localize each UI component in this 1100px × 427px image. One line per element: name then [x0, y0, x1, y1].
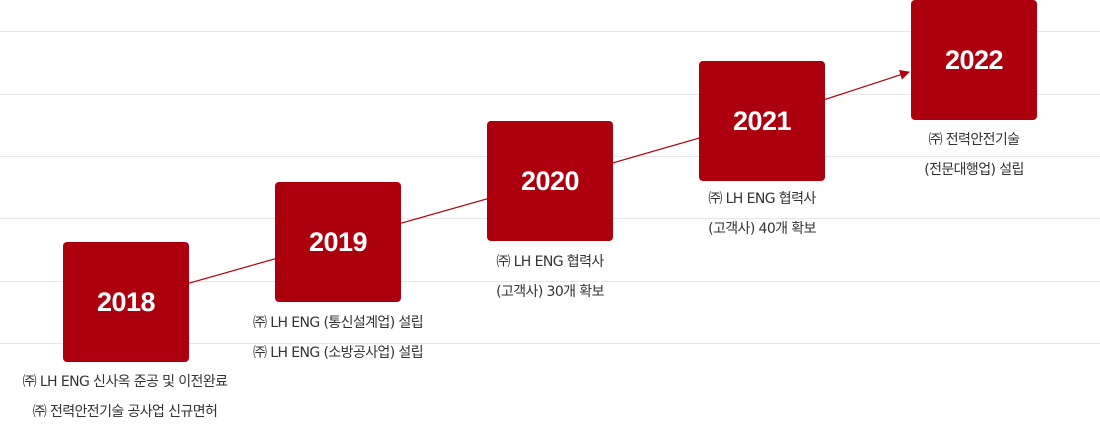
caption-2018: ㈜ LH ENG 신사옥 준공 및 이전완료 ㈜ 전력안전기술 공사업 신규면허 [0, 367, 250, 427]
year-box-2021: 2021 [699, 61, 825, 181]
year-box-2019: 2019 [275, 182, 401, 302]
caption-line: ㈜ LH ENG (소방공사업) 설립 [253, 345, 424, 361]
caption-line: (전문대행업) 설립 [924, 162, 1024, 178]
caption-line: ㈜ 전력안전기술 [928, 132, 1021, 148]
year-box-2020: 2020 [487, 121, 613, 241]
caption-2019: ㈜ LH ENG (통신설계업) 설립 ㈜ LH ENG (소방공사업) 설립 [218, 308, 458, 368]
caption-line: ㈜ LH ENG 신사옥 준공 및 이전완료 [22, 374, 228, 390]
caption-2021: ㈜ LH ENG 협력사 (고객사) 40개 확보 [672, 184, 852, 244]
caption-line: ㈜ LH ENG 협력사 [708, 191, 816, 207]
gridline [0, 281, 1100, 282]
year-box-2018: 2018 [63, 242, 189, 362]
gridline [0, 343, 1100, 344]
gridline [0, 31, 1100, 32]
caption-line: (고객사) 40개 확보 [708, 221, 816, 237]
year-box-2022: 2022 [911, 0, 1037, 120]
caption-2022: ㈜ 전력안전기술 (전문대행업) 설립 [884, 125, 1064, 185]
caption-2020: ㈜ LH ENG 협력사 (고객사) 30개 확보 [460, 247, 640, 307]
caption-line: ㈜ LH ENG 협력사 [496, 254, 604, 270]
caption-line: ㈜ LH ENG (통신설계업) 설립 [253, 315, 424, 331]
caption-line: (고객사) 30개 확보 [496, 284, 604, 300]
caption-line: ㈜ 전력안전기술 공사업 신규면허 [32, 404, 218, 420]
gridline [0, 94, 1100, 95]
